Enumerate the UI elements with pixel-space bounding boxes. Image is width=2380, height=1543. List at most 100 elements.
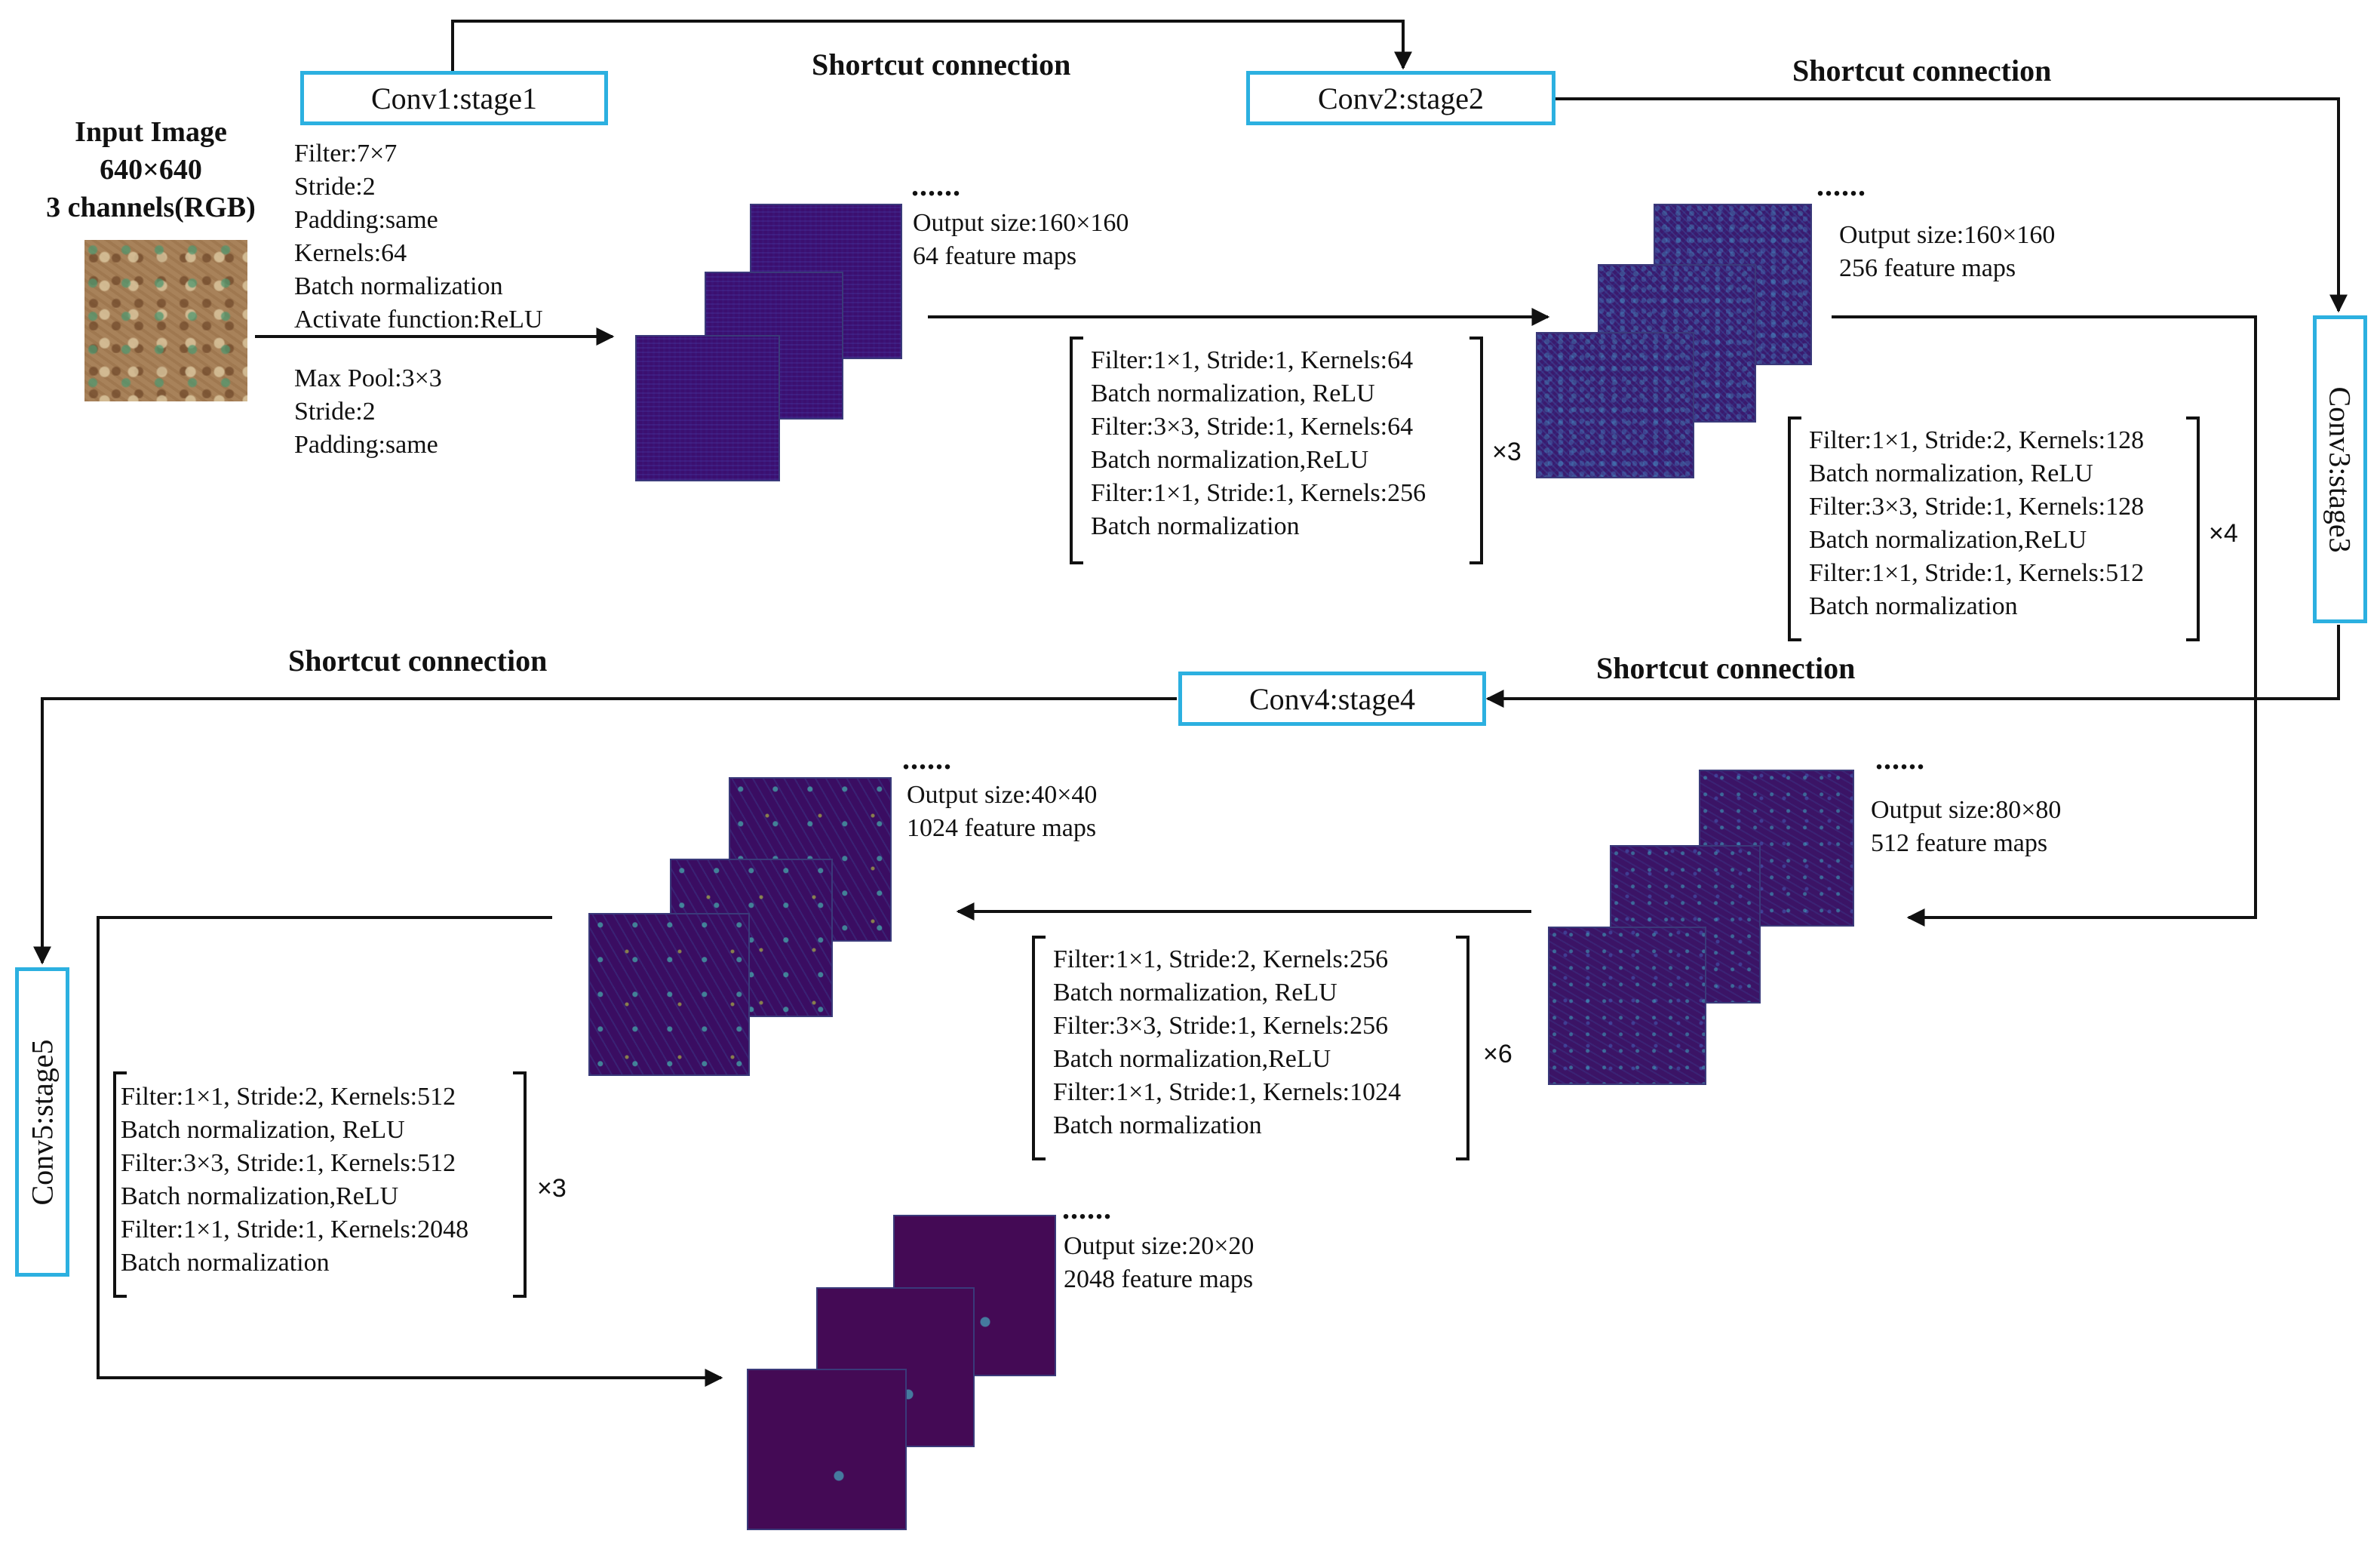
param-line: Filter:1×1, Stride:2, Kernels:256 xyxy=(1053,945,1389,973)
input-caption-line3: 3 channels(RGB) xyxy=(46,192,256,223)
param-line: Batch normalization, ReLU xyxy=(1053,979,1337,1007)
feature-map xyxy=(1548,927,1706,1085)
stage2-label: Conv2:stage2 xyxy=(1318,81,1484,115)
stage1-output: Output size:160×160 64 feature maps xyxy=(913,207,1129,273)
feature-map-count: 64 feature maps xyxy=(913,242,1077,270)
param-line: Batch normalization, ReLU xyxy=(1809,460,2093,487)
shortcut-label-3: Shortcut connection xyxy=(288,644,548,678)
stage1-label: Conv1:stage1 xyxy=(371,81,537,115)
param-line: Filter:1×1, Stride:1, Kernels:64 xyxy=(1091,346,1414,374)
shortcut-label-1: Shortcut connection xyxy=(812,48,1071,81)
param-line: Filter:1×1, Stride:1, Kernels:512 xyxy=(1809,559,2145,587)
stage4-label: Conv4:stage4 xyxy=(1249,681,1415,716)
param-line: Filter:1×1, Stride:2, Kernels:512 xyxy=(121,1083,456,1111)
stage2-box: Conv2:stage2 xyxy=(1246,71,1555,125)
ellipsis: ...... xyxy=(1062,1191,1112,1225)
param-line: Batch normalization xyxy=(1091,512,1300,540)
output-size: Output size:80×80 xyxy=(1871,796,2062,824)
param-line: Batch normalization,ReLU xyxy=(121,1182,399,1210)
stage2-repeat: ×3 xyxy=(1492,438,1522,466)
stage3-box: Conv3:stage3 xyxy=(2313,315,2367,623)
stage3-block-params: Filter:1×1, Stride:2, Kernels:128 Batch … xyxy=(1809,424,2144,623)
param-line: Filter:1×1, Stride:1, Kernels:256 xyxy=(1091,479,1426,507)
param-line: Batch normalization xyxy=(1809,592,2018,620)
ellipsis: ...... xyxy=(1875,742,1925,776)
param-line: Stride:2 xyxy=(294,398,376,426)
param-line: Filter:3×3, Stride:1, Kernels:128 xyxy=(1809,493,2145,521)
stage4-block-params: Filter:1×1, Stride:2, Kernels:256 Batch … xyxy=(1053,943,1401,1142)
param-line: Max Pool:3×3 xyxy=(294,364,442,392)
shortcut-arrow-4 xyxy=(33,697,1177,965)
stage5-output: Output size:20×20 2048 feature maps xyxy=(1064,1230,1254,1296)
stage2-output: Output size:160×160 256 feature maps xyxy=(1839,219,2055,285)
stage4-output: Output size:40×40 1024 feature maps xyxy=(907,779,1097,845)
feature-map-count: 1024 feature maps xyxy=(907,814,1097,842)
stage5-bracket-right xyxy=(513,1071,527,1298)
param-line: Batch normalization,ReLU xyxy=(1091,446,1369,474)
stage1-conv-params: Filter:7×7 Stride:2 Padding:same Kernels… xyxy=(294,137,543,337)
output-size: Output size:40×40 xyxy=(907,781,1098,809)
param-line: Stride:2 xyxy=(294,173,376,201)
feature-map xyxy=(635,335,780,481)
param-line: Filter:3×3, Stride:1, Kernels:64 xyxy=(1091,413,1414,441)
shortcut-arrow-1 xyxy=(451,20,1412,74)
stage4-repeat: ×6 xyxy=(1483,1040,1512,1068)
shortcut-label-4: Shortcut connection xyxy=(1596,651,1856,685)
stage2-block-params: Filter:1×1, Stride:1, Kernels:64 Batch n… xyxy=(1091,344,1426,543)
shortcut-arrow-3 xyxy=(1485,625,2340,708)
param-line: Batch normalization xyxy=(1053,1111,1262,1139)
feature-map xyxy=(1536,332,1694,478)
stage4-bracket-right xyxy=(1456,936,1469,1160)
param-line: Filter:1×1, Stride:2, Kernels:128 xyxy=(1809,426,2145,454)
param-line: Filter:3×3, Stride:1, Kernels:256 xyxy=(1053,1012,1389,1040)
shortcut-arrow-2 xyxy=(1554,97,2348,313)
stage5-label: Conv5:stage5 xyxy=(25,1039,60,1205)
input-caption-line1: Input Image xyxy=(75,116,227,148)
output-size: Output size:160×160 xyxy=(1839,221,2056,249)
stage4-bracket-left xyxy=(1032,936,1046,1160)
stage4-to-stage5-arrow xyxy=(97,916,723,1387)
stage3-bracket-right xyxy=(2186,416,2200,641)
param-line: Batch normalization, ReLU xyxy=(121,1116,405,1144)
stage2-to-stage3-arrow xyxy=(1832,315,2257,927)
param-line: Batch normalization, ReLU xyxy=(1091,380,1375,407)
feature-map-count: 2048 feature maps xyxy=(1064,1265,1254,1293)
param-line: Filter:1×1, Stride:1, Kernels:2048 xyxy=(121,1216,469,1243)
output-size: Output size:160×160 xyxy=(913,209,1129,237)
feature-map-count: 512 feature maps xyxy=(1871,829,2048,857)
param-line: Padding:same xyxy=(294,431,438,459)
shortcut-label-2: Shortcut connection xyxy=(1792,54,2052,88)
ellipsis: ...... xyxy=(902,742,952,776)
param-line: Batch normalization xyxy=(121,1249,330,1277)
feature-map-count: 256 feature maps xyxy=(1839,254,2016,282)
param-line: Batch normalization xyxy=(294,272,503,300)
param-line: Filter:3×3, Stride:1, Kernels:512 xyxy=(121,1149,456,1177)
stage5-box: Conv5:stage5 xyxy=(15,967,69,1277)
param-line: Filter:1×1, Stride:1, Kernels:1024 xyxy=(1053,1078,1402,1106)
param-line: Filter:7×7 xyxy=(294,140,398,168)
stage5-block-params: Filter:1×1, Stride:2, Kernels:512 Batch … xyxy=(121,1080,468,1280)
stage4-box: Conv4:stage4 xyxy=(1178,672,1486,726)
param-line: Activate function:ReLU xyxy=(294,306,543,333)
stage1-box: Conv1:stage1 xyxy=(300,71,608,125)
stage3-label: Conv3:stage3 xyxy=(2323,386,2357,552)
stage3-bracket-left xyxy=(1788,416,1801,641)
input-caption-line2: 640×640 xyxy=(100,154,202,186)
param-line: Padding:same xyxy=(294,206,438,234)
stage3-repeat: ×4 xyxy=(2209,519,2238,548)
stage5-bracket-left xyxy=(113,1071,127,1298)
stage5-repeat: ×3 xyxy=(537,1174,567,1203)
feature-map xyxy=(747,1369,907,1530)
feature-map xyxy=(588,913,750,1076)
stage3-output: Output size:80×80 512 feature maps xyxy=(1871,794,2061,860)
ellipsis: ...... xyxy=(911,168,961,202)
param-line: Batch normalization,ReLU xyxy=(1809,526,2087,554)
input-image-caption: Input Image 640×640 3 channels(RGB) xyxy=(23,113,279,226)
output-size: Output size:20×20 xyxy=(1064,1232,1254,1260)
stage1-pool-params: Max Pool:3×3 Stride:2 Padding:same xyxy=(294,362,442,462)
stage2-bracket-right xyxy=(1469,337,1483,564)
ellipsis: ...... xyxy=(1816,168,1866,202)
input-image xyxy=(84,240,247,401)
param-line: Kernels:64 xyxy=(294,239,407,267)
